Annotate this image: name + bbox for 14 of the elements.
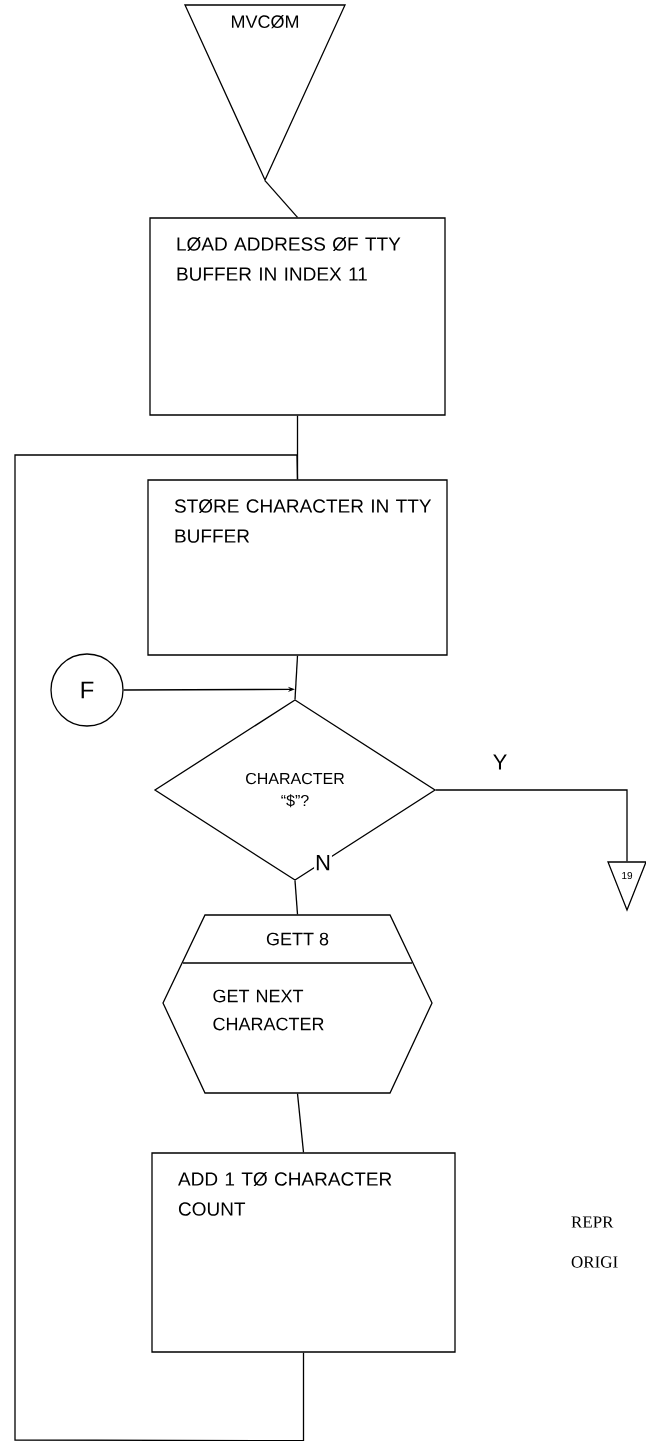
edge-label: Y [491,753,509,771]
connector-line [14,454,305,1441]
connector-line [294,880,299,915]
connector-line [264,180,299,218]
process-box: LØAD ADDRESS ØF TTY BUFFER IN INDEX 11 [149,217,446,416]
connector-line [296,1093,305,1153]
note-text: REPR [571,1216,614,1228]
note-text: ORIGI [571,1256,618,1268]
connector-line [294,655,299,700]
process-box: ADD 1 TØ CHARACTER COUNT [151,1152,456,1353]
edge-label: N [314,854,332,872]
subroutine-hexagon: GETT 8 GET NEXT CHARACTER [162,914,433,1094]
connector-line [435,789,628,862]
process-box: STØRE CHARACTER IN TTY BUFFER [147,479,448,656]
